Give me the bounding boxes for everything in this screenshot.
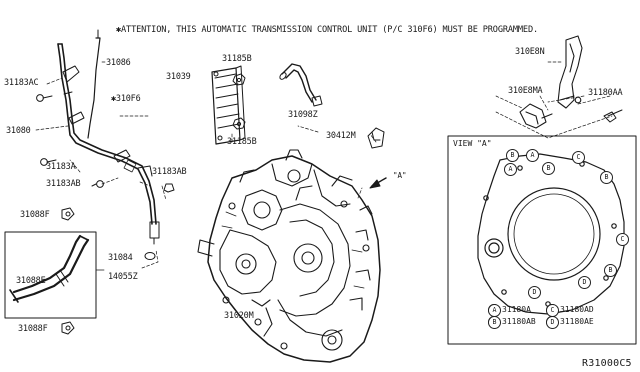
view-circle-d: D xyxy=(528,286,541,299)
label-31183ac: 31183AC xyxy=(4,78,39,88)
label-31039: 31039 xyxy=(166,72,191,82)
bolt-31183ab xyxy=(91,180,104,188)
hose-31098z xyxy=(279,63,323,107)
legend-part-c: 31180AD xyxy=(560,305,594,314)
bracket-dashes xyxy=(495,61,613,139)
legend-part-d: 31180AE xyxy=(560,317,594,326)
bolt-31183ac xyxy=(36,94,53,102)
label-310f6: ✱310F6 xyxy=(111,94,141,104)
legend-circle-b: B xyxy=(488,316,501,329)
label-31086: 31086 xyxy=(106,58,131,68)
label-31183ab-left: 31183AB xyxy=(46,179,81,189)
diagram-code: R31000C5 xyxy=(582,358,632,369)
label-31183ab-right: 31183AB xyxy=(152,167,187,177)
nut-31185b-top xyxy=(232,73,246,86)
hose-14055z-box xyxy=(4,231,97,319)
label-310e8n: 310E8N xyxy=(515,47,545,57)
label-31185b-top: 31185B xyxy=(222,54,252,64)
view-circle-c: C xyxy=(572,151,585,164)
view-circle-b: B xyxy=(506,149,519,162)
view-circle-a: A xyxy=(526,149,539,162)
bolt-31183a xyxy=(40,158,57,166)
legend-part-a: 31180A xyxy=(502,305,531,314)
bolt-31180aa xyxy=(603,109,623,123)
transmission-assembly xyxy=(197,149,381,363)
label-31088f-top: 31088F xyxy=(20,210,50,220)
view-a-arrow xyxy=(369,177,387,189)
label-310e8ma: 310E8MA xyxy=(508,86,543,96)
label-31185b-bottom: 31185B xyxy=(227,137,257,147)
label-31180aa: 31180AA xyxy=(588,88,623,98)
bracket-30412m xyxy=(367,127,385,149)
bolt-31183ab-right xyxy=(163,183,175,193)
label-31098z: 31098Z xyxy=(288,110,318,120)
clip-31088f-top xyxy=(61,207,75,221)
oring-31084 xyxy=(144,252,156,260)
label-31183a: 31183A xyxy=(46,162,76,172)
label-31088f-bottom: 31088F xyxy=(18,324,48,334)
view-circle-b: B xyxy=(542,162,555,175)
legend-circle-d: D xyxy=(546,316,559,329)
view-circle-c: C xyxy=(616,233,629,246)
legend-part-b: 31180AB xyxy=(502,317,536,326)
view-circle-b: B xyxy=(604,264,617,277)
label-31084: 31084 xyxy=(108,253,133,263)
label-30412m: 30412M xyxy=(326,131,356,141)
view-circle-d: D xyxy=(578,276,591,289)
attention-note: ✱ATTENTION, THIS AUTOMATIC TRANSMISSION … xyxy=(116,25,539,35)
leader-lines xyxy=(35,61,585,269)
label-31080: 31080 xyxy=(6,126,31,136)
view-a-frame xyxy=(447,135,637,345)
arrow-a-label: "A" xyxy=(393,171,407,180)
label-31088e: 31088E xyxy=(16,276,46,286)
label-31020m: 31020M xyxy=(224,311,254,321)
view-circle-a: A xyxy=(504,163,517,176)
nut-31185b-bottom xyxy=(232,117,246,130)
bracket-310e8ma xyxy=(519,103,553,129)
view-circle-b: B xyxy=(600,171,613,184)
bracket-310e8n xyxy=(557,35,583,109)
label-14055z: 14055Z xyxy=(108,272,138,282)
view-a-title: VIEW "A" xyxy=(453,139,492,148)
control-unit xyxy=(211,65,246,145)
clip-31088f-bottom xyxy=(61,321,75,335)
